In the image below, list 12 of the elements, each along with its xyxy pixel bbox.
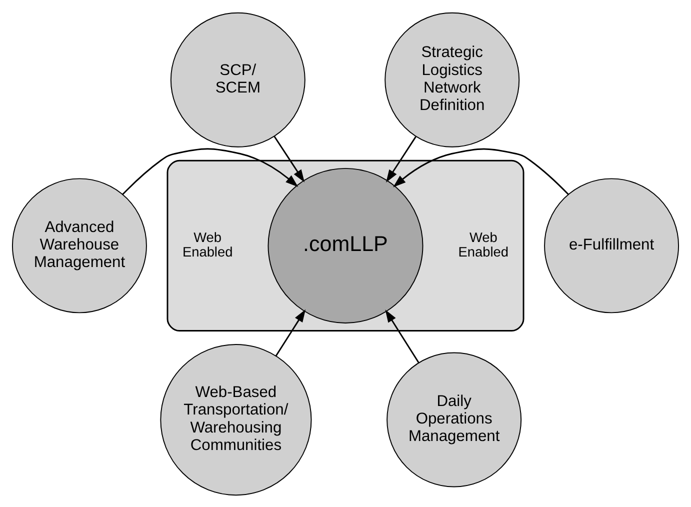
arrow xyxy=(122,148,298,194)
arrow xyxy=(393,148,569,194)
node-circle: Web-Based Transportation/ Warehousing Communities xyxy=(160,344,312,496)
arrow xyxy=(275,308,306,356)
arrow xyxy=(386,136,416,182)
node-circle: Strategic Logistics Network Definition xyxy=(384,12,520,147)
node-circle: e-Fulfillment xyxy=(544,178,680,313)
node-circle: Advanced Warehouse Management xyxy=(12,178,147,313)
arrow xyxy=(385,309,420,363)
node-circle: Daily Operations Management xyxy=(386,352,522,487)
arrow xyxy=(274,135,305,182)
node-circle: SCP/ SCEM xyxy=(170,12,306,147)
